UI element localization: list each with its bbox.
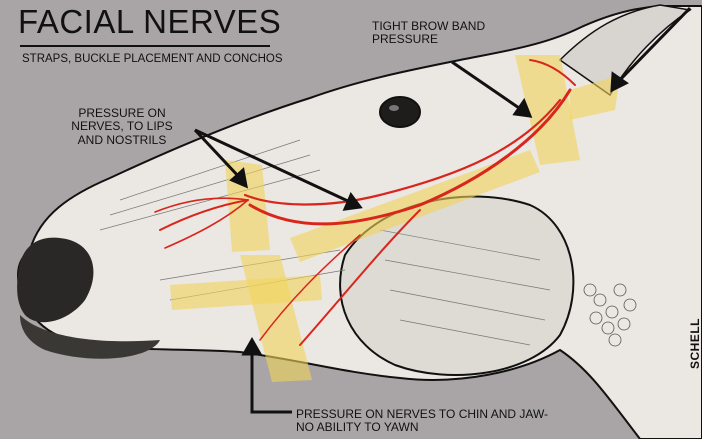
eye [380, 97, 420, 127]
page-title: FACIAL NERVES [18, 4, 281, 41]
callout-brow-band: TIGHT BROW BAND PRESSURE [372, 20, 522, 47]
title-underline [20, 45, 270, 47]
eye-highlight [389, 105, 399, 111]
callout-lips-nostrils: PRESSURE ON NERVES, TO LIPS AND NOSTRILS [58, 107, 186, 147]
callout-chin-jaw: PRESSURE ON NERVES TO CHIN AND JAW- NO A… [296, 408, 556, 435]
subtitle: STRAPS, BUCKLE PLACEMENT AND CONCHOS [22, 53, 283, 66]
artist-signature: SCHELL [688, 318, 702, 369]
